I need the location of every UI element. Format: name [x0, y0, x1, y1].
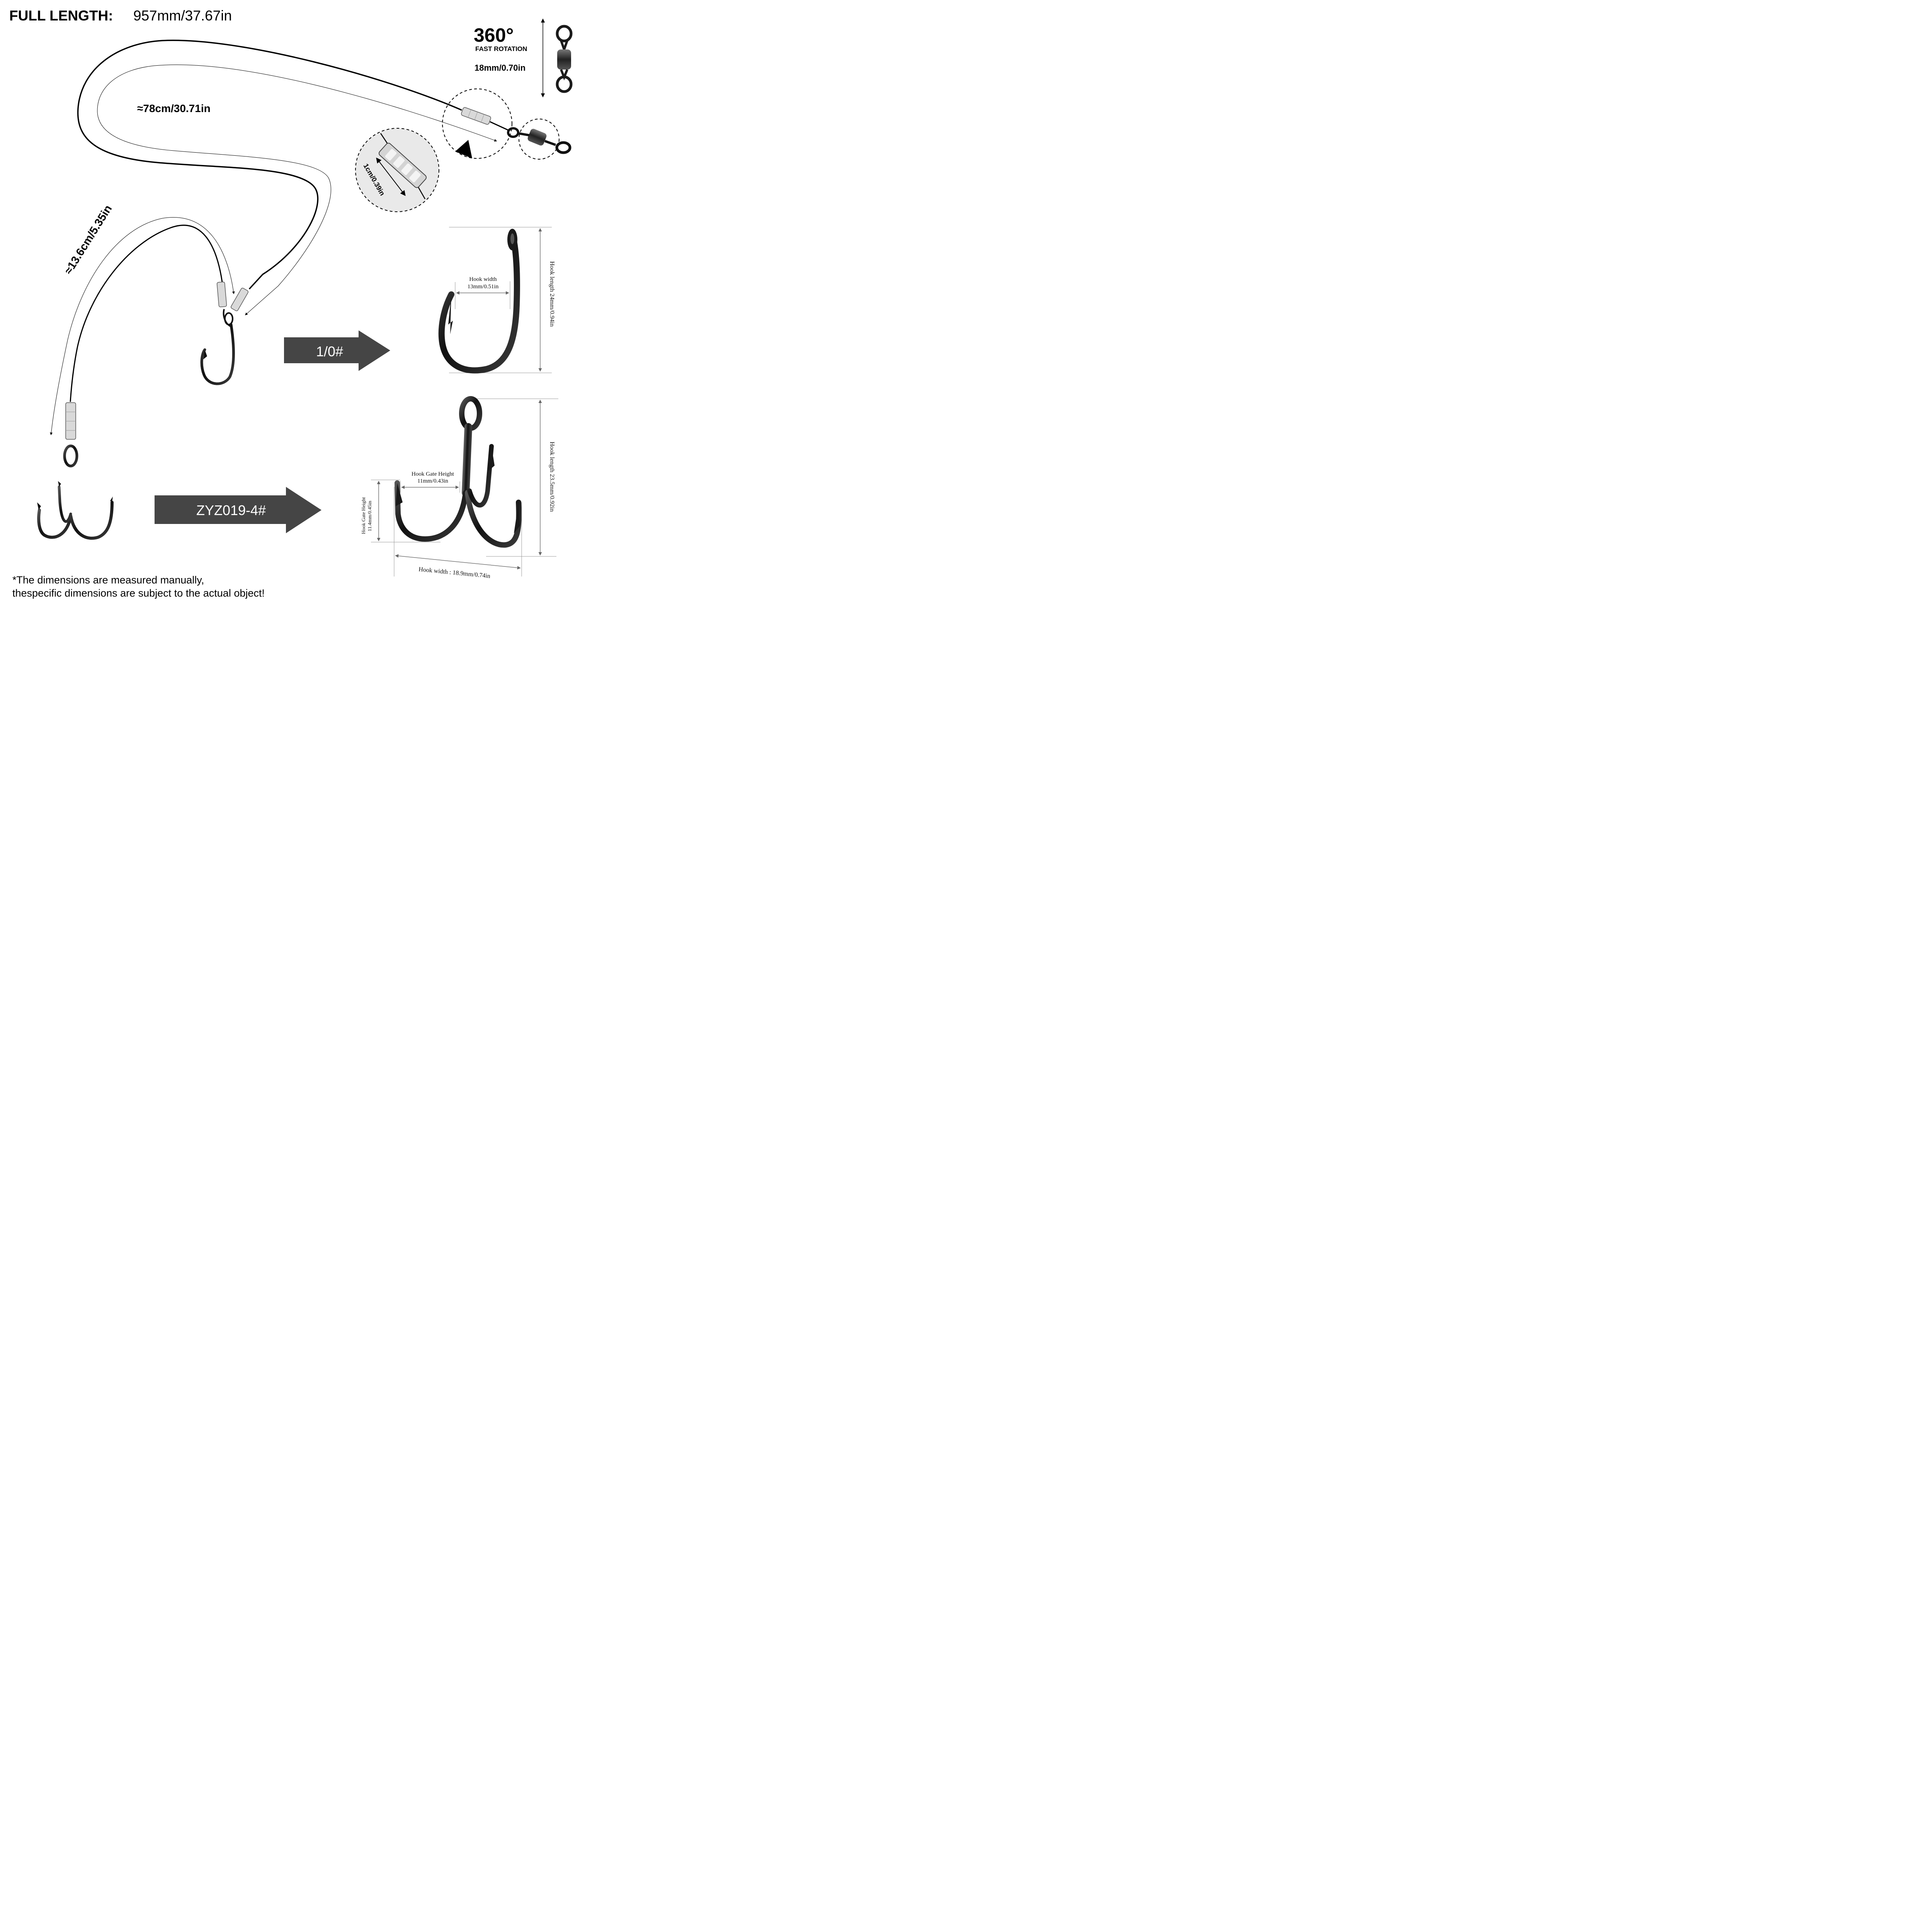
- single-hook-detail: Hook length 24mm/0.94in Hook width 13mm/…: [438, 227, 555, 374]
- treble-gate-label: Hook Gate Height: [412, 471, 454, 477]
- branch-length-guide: [50, 217, 235, 435]
- single-hook-model-arrow: 1/0#: [284, 330, 390, 371]
- swivel-length-text: 18mm/0.70in: [474, 63, 526, 73]
- treble-gate-value: 11mm/0.43in: [417, 478, 448, 484]
- single-hook-on-rig: [200, 309, 235, 385]
- crimp-sleeve-single-left: [216, 281, 227, 308]
- sleeve-zoom-inset: 1cm/0.39in: [355, 128, 439, 212]
- full-length-value: 957mm/37.67in: [133, 8, 232, 24]
- rotation-caption: FAST ROTATION: [475, 45, 527, 53]
- main-length-text: ≈78cm/30.71in: [137, 102, 211, 114]
- branch-length-text: ≈13.6cm/5.35in: [62, 203, 115, 276]
- footnote-line-2: thespecific dimensions are subject to th…: [12, 587, 265, 599]
- treble-rig-barbs: [37, 481, 113, 510]
- sleeve-focus-circle: [442, 88, 512, 159]
- single-hook-width-label: Hook width: [469, 276, 497, 282]
- treble-hook-model: ZYZ019-4#: [196, 502, 266, 518]
- single-hook-length-text: Hook length 24mm/0.94in: [549, 261, 555, 327]
- treble-side-gate-value: 11.4mm/0.45in: [367, 501, 372, 531]
- treble-hook-model-arrow: ZYZ019-4#: [155, 487, 321, 533]
- branch-leader-wire: [70, 224, 223, 402]
- crimp-sleeve-top: [461, 107, 491, 125]
- treble-hook-detail: Hook length 23.5mm/0.92in Hook width : 1…: [361, 396, 558, 580]
- rotation-value: 360°: [474, 24, 514, 46]
- crimp-sleeve-treble: [65, 402, 76, 440]
- treble-hook-on-rig: [37, 444, 114, 540]
- wire-to-swivel: [490, 121, 510, 131]
- pointer-triangle-icon: [455, 140, 472, 158]
- footnote-line-1: *The dimensions are measured manually,: [12, 574, 204, 586]
- swivel-focus-circle: [519, 119, 560, 160]
- treble-hook-width-text: Hook width : 18.9mm/0.74in: [418, 566, 491, 580]
- single-hook-width-value: 13mm/0.51in: [468, 284, 499, 290]
- barrel-swivel-attached: [507, 127, 571, 154]
- full-length-label: FULL LENGTH:: [9, 8, 113, 24]
- barrel-swivel-detail: [556, 25, 573, 93]
- product-diagram: FULL LENGTH: 957mm/37.67in ≈78cm/30.71in: [0, 0, 603, 603]
- diagram-canvas: FULL LENGTH: 957mm/37.67in ≈78cm/30.71in: [9, 8, 573, 599]
- single-hook-model: 1/0#: [316, 344, 343, 359]
- treble-hook-length-text: Hook length 23.5mm/0.92in: [549, 442, 555, 512]
- treble-side-gate-label: Hook Gate Height: [361, 497, 366, 534]
- main-length-guide: [97, 65, 497, 315]
- crimp-sleeve-single-right: [231, 287, 248, 311]
